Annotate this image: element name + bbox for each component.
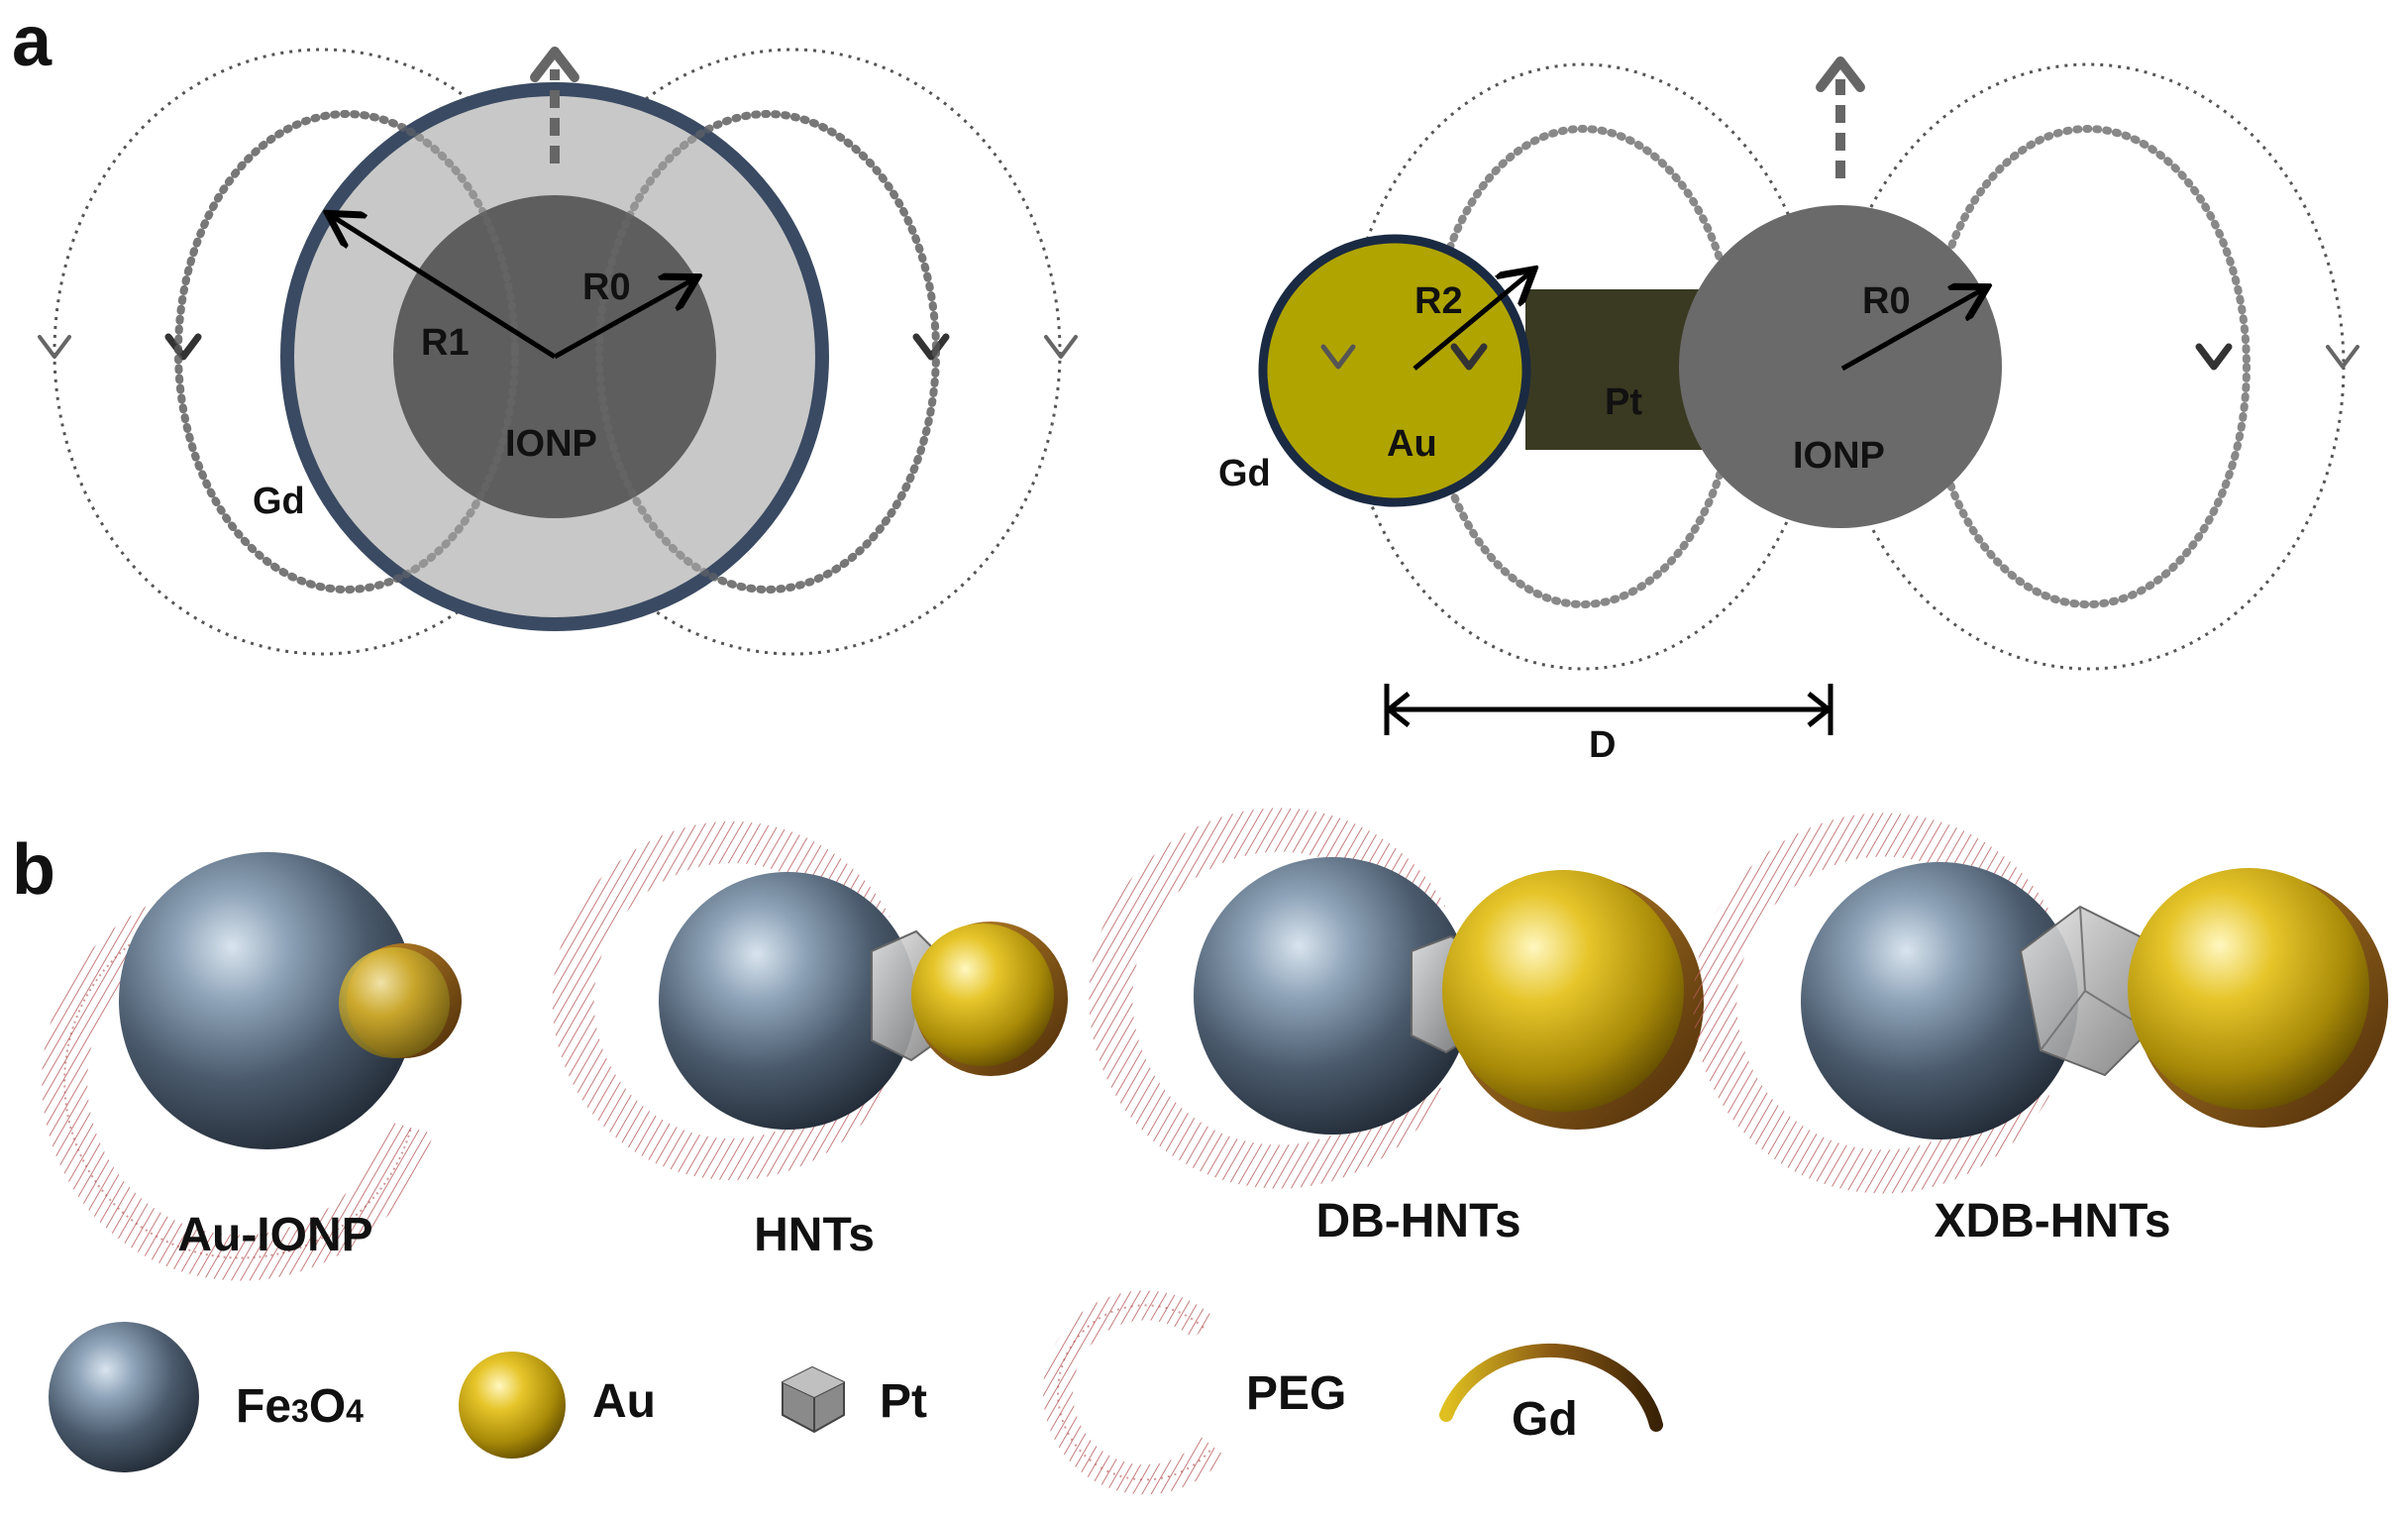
ionp-core-right [1679, 205, 2002, 528]
legend-pt-icon [782, 1365, 845, 1434]
field-lines-over-shell [174, 110, 940, 594]
legend-pt-label: Pt [880, 1375, 927, 1428]
magnetic-moment-arrow-left [530, 47, 579, 163]
r0-label-right: R0 [1862, 280, 1911, 322]
fe3o4-sphere [1801, 862, 2078, 1139]
field-direction-arrows-right [1320, 343, 2359, 371]
legend-gd-icon [1439, 1343, 1663, 1432]
gd-label-right: Gd [1218, 453, 1271, 494]
r0-label-left: R0 [582, 267, 631, 308]
peg-corona [552, 821, 890, 1180]
particle-au-ionp [42, 852, 462, 1281]
legend-gd-label: Gd [1512, 1393, 1578, 1446]
panel-a-letter: a [12, 2, 52, 81]
radius-vectors-left [332, 216, 693, 360]
caption-db-hnts: DB-HNTs [1315, 1195, 1520, 1247]
magnetic-moment-arrow-right [1816, 56, 1865, 178]
particle-hnts [552, 821, 1068, 1180]
caption-au-ionp: Au-IONP [177, 1209, 372, 1261]
caption-xdb-hnts: XDB-HNTs [1934, 1195, 2170, 1247]
r1-label: R1 [421, 322, 470, 364]
au-sphere [1442, 870, 1684, 1112]
particle-xdb-hnts [1693, 813, 2388, 1194]
particle-db-hnts [1089, 808, 1704, 1189]
peg-corona [1089, 808, 1446, 1189]
legend-au-label: Au [592, 1375, 656, 1428]
fe3o4-sphere [119, 852, 416, 1149]
fe3o4-sphere [1194, 857, 1471, 1135]
legend-au-icon [459, 1352, 566, 1459]
distance-indicator [1384, 684, 1833, 735]
au-label-flat: Au [1387, 423, 1437, 465]
au-sphere [339, 947, 450, 1058]
au-sphere [911, 923, 1054, 1066]
legend: Fe3O4 Au Pt PEG Gd [49, 1290, 1663, 1495]
ionp-label-right: IONP [1793, 435, 1885, 477]
field-direction-arrows-left [38, 333, 1078, 361]
radius-vectors-right [1413, 272, 1983, 372]
r2-label: R2 [1414, 280, 1463, 322]
pt-label-flat: Pt [1605, 381, 1642, 423]
legend-fe3o4-icon [49, 1322, 199, 1472]
dumbbell-particle [1258, 205, 2002, 528]
caption-hnts: HNTs [754, 1209, 875, 1261]
panel-b-letter: b [12, 830, 55, 910]
peg-corona [1693, 813, 2050, 1194]
legend-fe3o4-label: Fe3O4 [236, 1380, 364, 1433]
distance-label: D [1589, 724, 1616, 766]
gd-label-left: Gd [253, 481, 305, 522]
legend-peg-label: PEG [1246, 1367, 1346, 1420]
legend-peg-icon [1043, 1290, 1225, 1495]
ionp-label-left: IONP [505, 423, 597, 465]
au-sphere [2128, 868, 2369, 1110]
fe3o4-sphere [659, 872, 916, 1130]
au-sphere-flat [1258, 234, 1531, 507]
